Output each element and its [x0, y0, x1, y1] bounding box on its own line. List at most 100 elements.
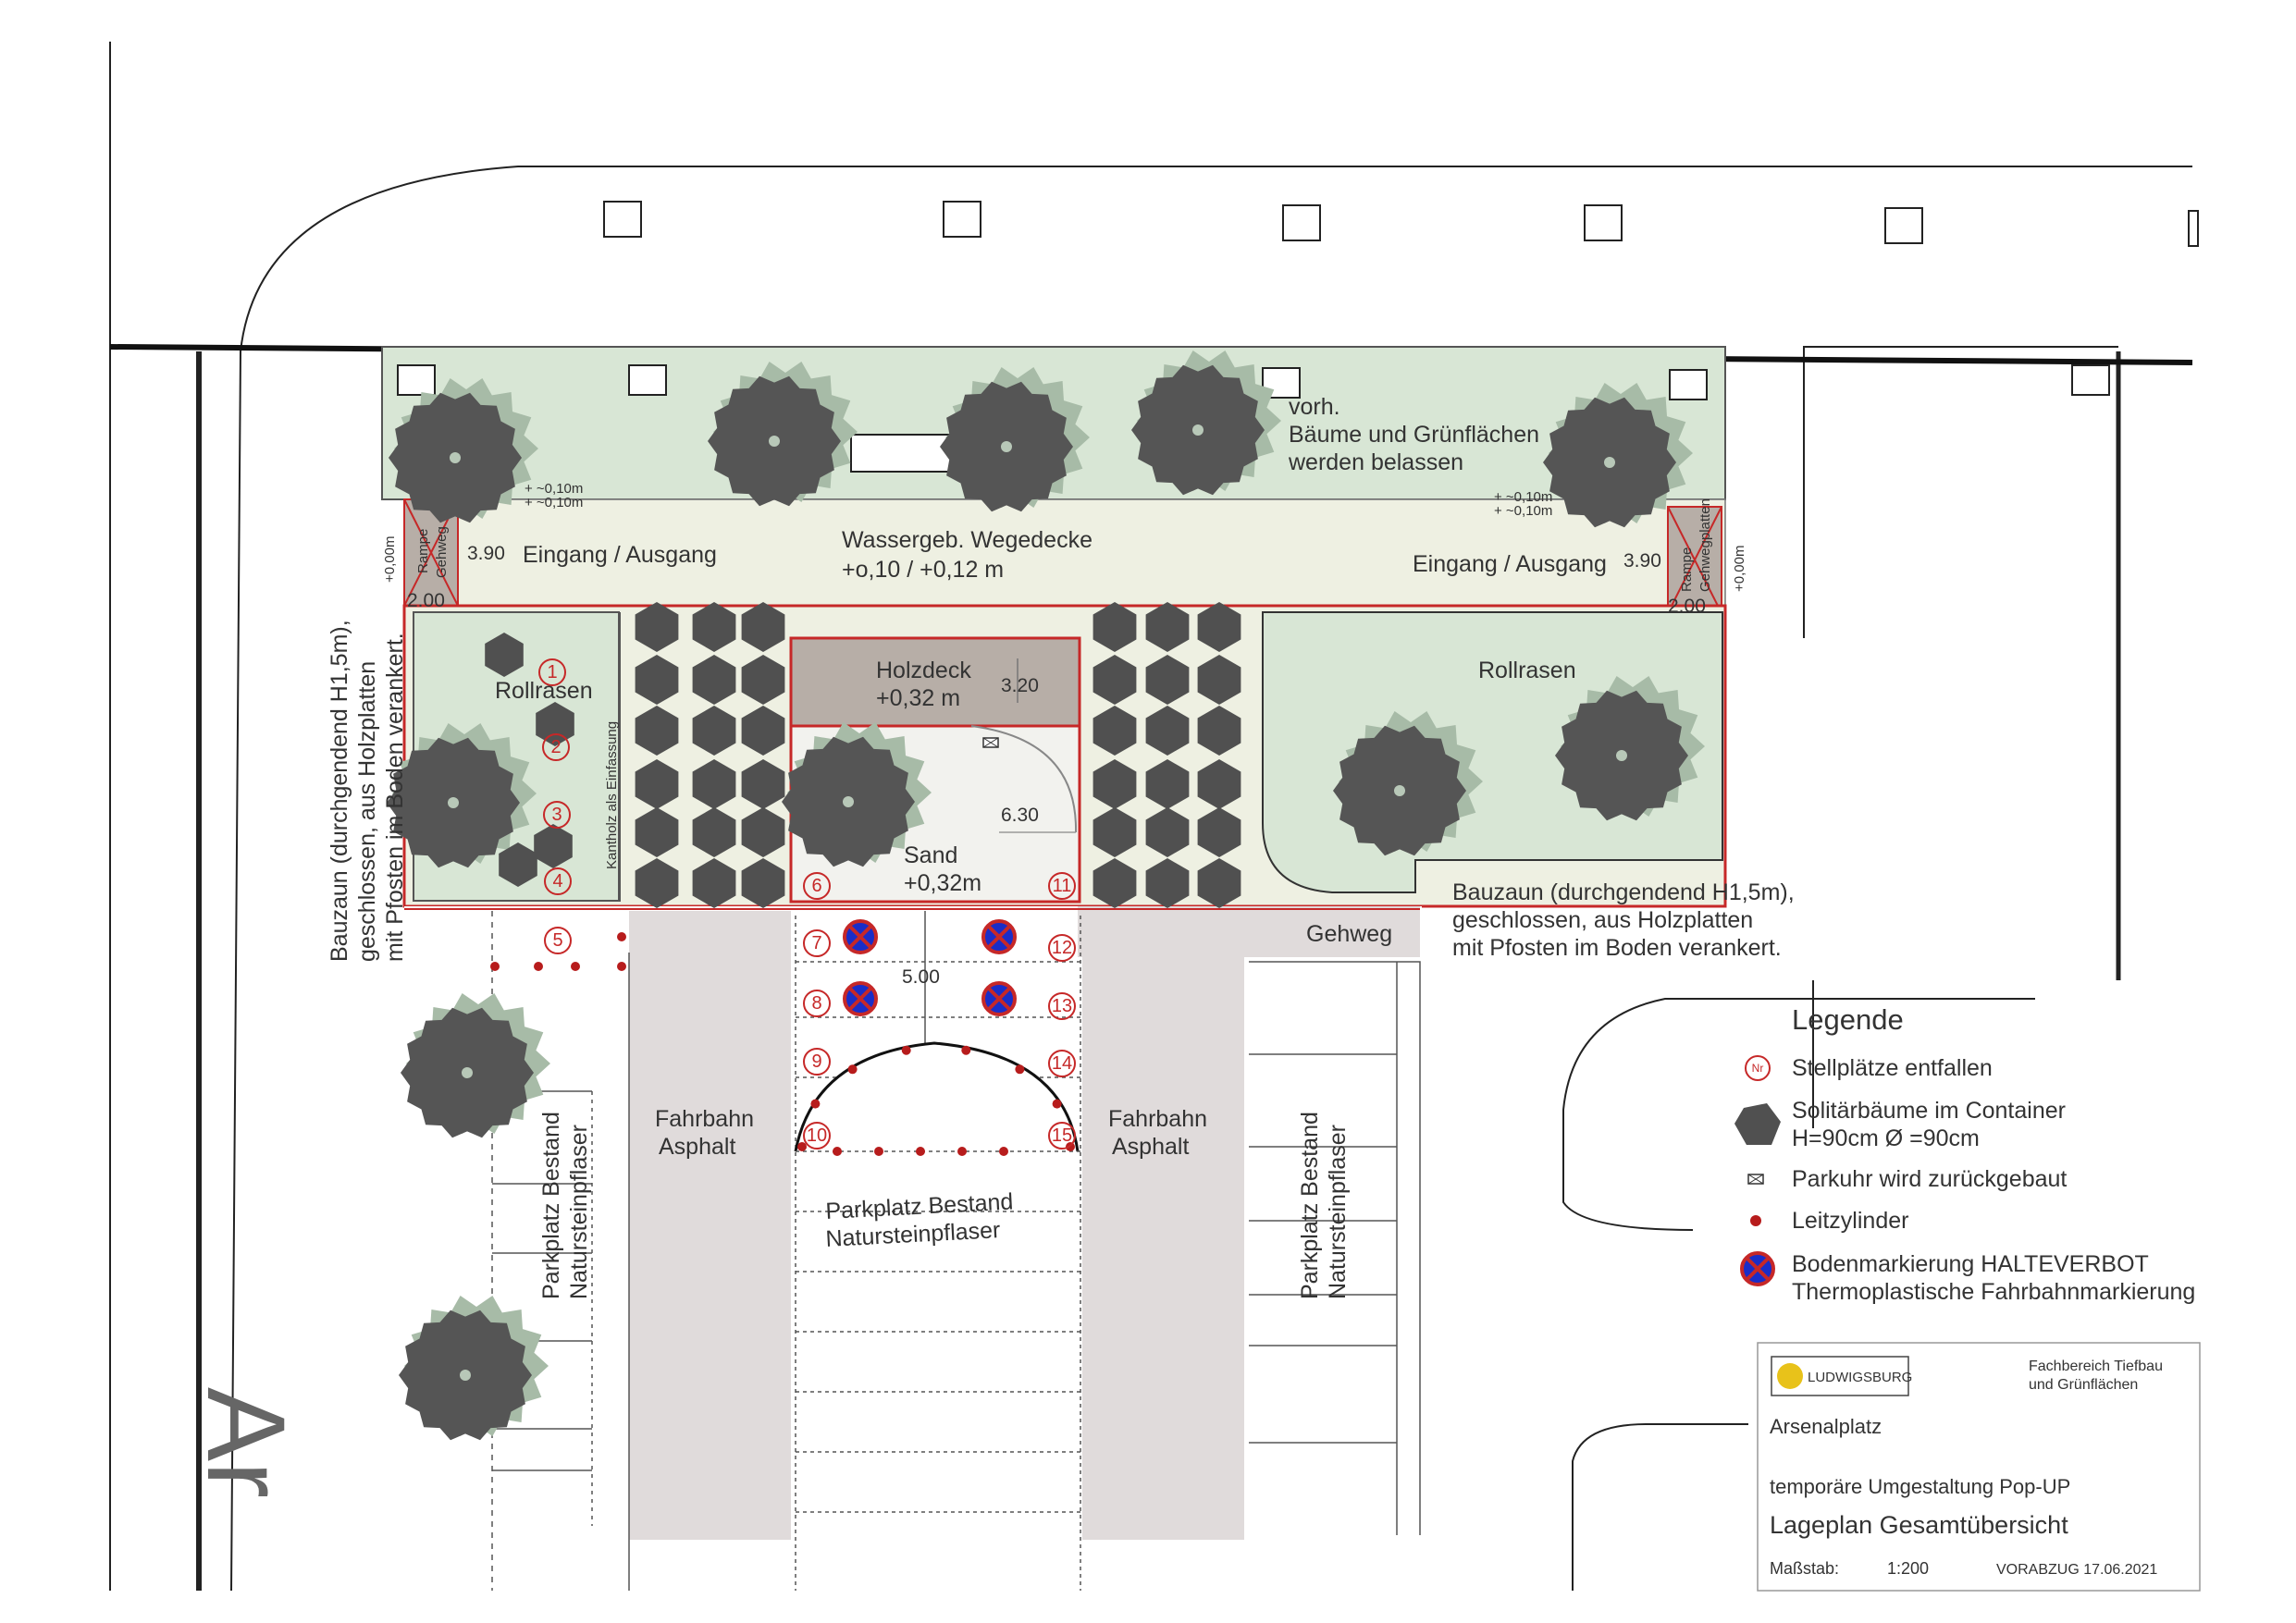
container-tree-icon	[1197, 655, 1241, 705]
container-tree-icon	[485, 633, 524, 677]
path-surface	[443, 498, 1726, 611]
holzdeck-title: Holzdeck	[876, 658, 971, 683]
width-right: 3.90	[1623, 550, 1661, 572]
container-tree-icon	[741, 807, 785, 857]
container-tree-icon	[692, 807, 736, 857]
parking-left-line2: Natursteinpflaser	[566, 1125, 592, 1299]
stall-number: 1	[547, 662, 557, 682]
container-tree-icon	[1197, 602, 1241, 652]
note-line3: werden belassen	[1288, 449, 1463, 475]
fence-left-line2: geschlossen, aus Holzplatten	[354, 661, 380, 962]
ramp-left-text-2: Gehweg	[434, 526, 450, 578]
container-tree-icon	[536, 702, 574, 746]
leitzylinder-dot	[797, 1142, 807, 1151]
leitzylinder-dot	[874, 1147, 883, 1156]
road-right	[1082, 953, 1244, 1540]
container-tree-icon	[1092, 655, 1137, 705]
container-tree-icon	[635, 655, 679, 705]
fence-right-line2: geschlossen, aus Holzplatten	[1452, 907, 1753, 933]
container-tree-group	[485, 602, 1241, 908]
road-right-line1: Fahrbahn	[1108, 1106, 1207, 1132]
stall-number: 15	[1052, 1125, 1072, 1146]
leitzylinder-dot	[490, 962, 500, 971]
legend-cylinder-icon	[1750, 1215, 1761, 1226]
legend-meter: Parkuhr wird zurückgebaut	[1792, 1166, 2067, 1192]
stall-marker: 1	[538, 658, 566, 686]
legend-trees-1: Solitärbäume im Container	[1792, 1098, 2066, 1124]
elev-right: +0,00m	[1732, 546, 1747, 592]
leitzylinder-dot	[961, 1045, 971, 1055]
stall-marker: 13	[1048, 992, 1076, 1020]
parking-right-line1: Parkplatz Bestand	[1297, 1112, 1323, 1299]
stall-marker: 7	[803, 929, 831, 957]
container-tree-icon	[635, 602, 679, 652]
leitzylinder-dot	[534, 962, 543, 971]
leitzylinder-dot	[1015, 1064, 1025, 1075]
parking-meter-icon	[982, 737, 999, 748]
parking-left-line1: Parkplatz Bestand	[538, 1112, 564, 1299]
dim-320: 3.20	[1001, 675, 1039, 696]
fence-left-line3: mit Pfosten im Boden verankert.	[382, 633, 408, 962]
legend-marking-1: Bodenmarkierung HALTEVERBOT	[1792, 1251, 2149, 1277]
container-tree-icon	[1145, 807, 1190, 857]
right-lawn-label: Rollrasen	[1478, 658, 1576, 683]
leitzylinder-dot	[999, 1147, 1008, 1156]
container-tree-icon	[1092, 759, 1137, 809]
legend-tree-icon	[1734, 1103, 1781, 1145]
container-tree-icon	[692, 759, 736, 809]
halteverbot-group	[843, 919, 1017, 1016]
dim-630: 6.30	[1001, 805, 1039, 826]
path-height: +o,10 / +0,12 m	[842, 557, 1004, 583]
container-tree-icon	[692, 858, 736, 908]
stall-number: 13	[1052, 996, 1072, 1016]
parking-right-line2: Natursteinpflaser	[1325, 1125, 1351, 1299]
leitzylinder-dot	[957, 1147, 967, 1156]
sand-title: Sand	[904, 842, 957, 868]
dim-500: 5.00	[902, 966, 940, 988]
legend-stall-symbol	[1745, 1055, 1771, 1081]
ramp-right-text-1: Rampe	[1679, 547, 1695, 592]
sidewalk-label: Gehweg	[1306, 921, 1392, 947]
container-tree-icon	[1197, 706, 1241, 756]
parking-center-outlines	[794, 911, 1081, 1591]
stall-marker: 3	[543, 801, 571, 829]
halteverbot-icon	[981, 981, 1017, 1016]
note-line1: vorh.	[1289, 394, 1340, 420]
container-tree-icon	[1145, 706, 1190, 756]
tree-icon	[1555, 676, 1705, 821]
stall-marker: 10	[803, 1122, 831, 1150]
stall-number: 4	[552, 871, 562, 891]
sand-height: +0,32m	[904, 870, 981, 896]
container-tree-icon	[741, 858, 785, 908]
leitzylinder-dot	[617, 962, 626, 971]
container-tree-icon	[692, 706, 736, 756]
stall-marker: 8	[803, 990, 831, 1017]
container-tree-icon	[1145, 759, 1190, 809]
fence-left-line1: Bauzaun (durchgendend H1,5m),	[327, 620, 352, 962]
department-1: Fachbereich Tiefbau	[2029, 1359, 2163, 1374]
tree-icon	[1333, 711, 1483, 856]
leitzylinder-dot	[916, 1147, 925, 1156]
container-tree-icon	[1092, 858, 1137, 908]
department-2: und Grünflächen	[2029, 1377, 2138, 1393]
holzdeck-height: +0,32 m	[876, 685, 960, 711]
tree-icon	[389, 378, 538, 523]
elev-left: +0,00m	[382, 536, 398, 583]
leitzylinder-dot	[847, 1064, 858, 1075]
tree-icon	[1131, 350, 1281, 496]
left-lawn-label: Rollrasen	[495, 678, 593, 704]
stall-number: 5	[552, 930, 562, 951]
road-left	[629, 911, 791, 1540]
stall-number: 8	[811, 993, 821, 1014]
container-tree-icon	[1145, 655, 1190, 705]
tree-icon	[387, 723, 537, 868]
container-tree-icon	[499, 842, 537, 887]
legend-cylinder: Leitzylinder	[1792, 1208, 1908, 1234]
street-name-fragment: Ar	[184, 1387, 308, 1498]
stall-number: 9	[811, 1051, 821, 1072]
leitzylinder-dot	[1052, 1099, 1062, 1109]
container-tree-icon	[692, 655, 736, 705]
road-right-line2: Asphalt	[1112, 1134, 1189, 1160]
legend-trees-2: H=90cm Ø =90cm	[1792, 1125, 1980, 1151]
